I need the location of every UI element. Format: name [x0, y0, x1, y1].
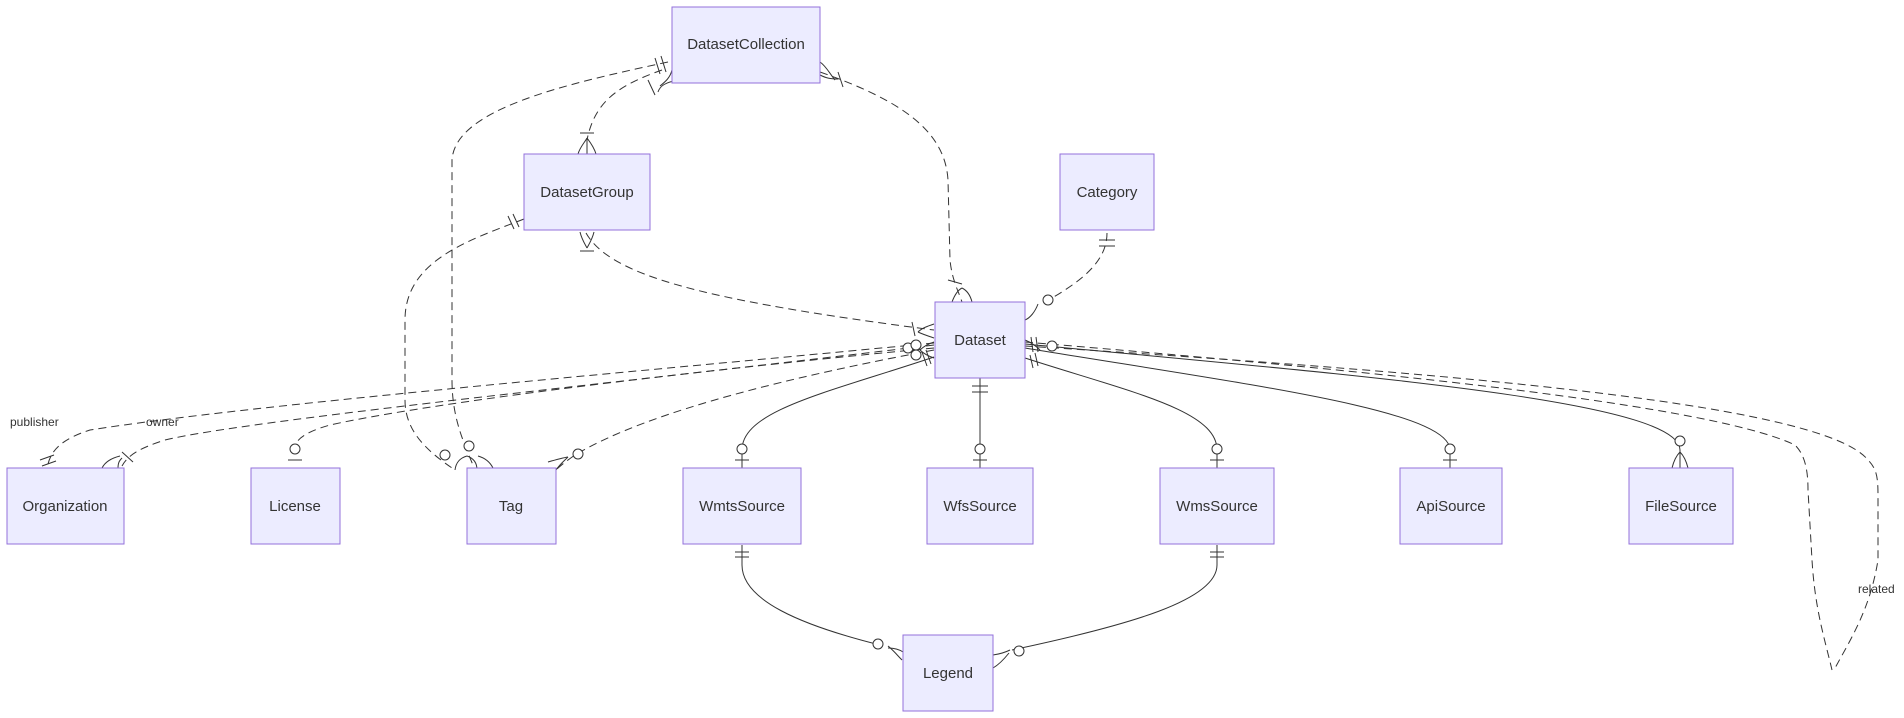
rel-category-dataset: [1039, 232, 1108, 306]
entity-label: Organization: [22, 498, 107, 515]
entity-dataset[interactable]: Dataset: [934, 301, 1026, 379]
rel-dataset-wms: [1024, 357, 1218, 468]
entity-label: Category: [1077, 184, 1138, 201]
rel-dataset-wmts: [741, 356, 935, 468]
rel-dataset-tag: [555, 349, 935, 471]
relationship-lines: [47, 61, 1879, 671]
rel-wms-legend: [1011, 545, 1218, 651]
rel-collection-dataset: [819, 71, 963, 303]
rel-collection-group: [586, 69, 663, 141]
rel-dataset-org-owner: [121, 344, 935, 467]
entities: DatasetCollection DatasetGroup Category …: [6, 6, 1734, 712]
label-owner: owner: [146, 415, 179, 429]
entity-wmts-source[interactable]: WmtsSource: [682, 467, 802, 545]
rel-collection-tag: [451, 61, 669, 471]
entity-legend[interactable]: Legend: [902, 634, 994, 712]
entity-api-source[interactable]: ApiSource: [1399, 467, 1503, 545]
entity-category[interactable]: Category: [1059, 153, 1155, 231]
entity-label: License: [269, 498, 321, 515]
label-publisher: publisher: [10, 415, 59, 429]
rel-dataset-api: [1024, 347, 1451, 468]
entity-organization[interactable]: Organization: [6, 467, 125, 545]
entity-label: FileSource: [1645, 498, 1717, 515]
entity-label: WmsSource: [1176, 498, 1258, 515]
rel-dataset-org-publisher: [47, 342, 935, 465]
entity-label: WmtsSource: [699, 498, 785, 515]
entity-label: DatasetCollection: [687, 36, 805, 53]
entity-label: WfsSource: [943, 498, 1016, 515]
entity-label: Tag: [499, 498, 523, 515]
rel-dataset-related-return: [1024, 345, 1879, 671]
entity-dataset-collection[interactable]: DatasetCollection: [671, 6, 821, 84]
entity-wms-source[interactable]: WmsSource: [1159, 467, 1275, 545]
entity-license[interactable]: License: [250, 467, 341, 545]
rel-wmts-legend: [741, 545, 881, 646]
rel-group-tag: [404, 218, 525, 471]
entity-file-source[interactable]: FileSource: [1628, 467, 1734, 545]
entity-dataset-group[interactable]: DatasetGroup: [523, 153, 651, 231]
rel-dataset-file: [1024, 343, 1681, 468]
label-related: related: [1858, 582, 1895, 596]
entity-label: Dataset: [954, 332, 1007, 349]
entity-tag[interactable]: Tag: [466, 467, 557, 545]
entity-label: Legend: [923, 665, 973, 682]
entity-label: DatasetGroup: [540, 184, 633, 201]
entity-label: ApiSource: [1416, 498, 1485, 515]
cardinality-markers: [39, 55, 1689, 669]
rel-dataset-license: [294, 347, 935, 449]
relationship-labels: publisher owner related: [10, 415, 1895, 596]
rel-group-dataset: [585, 232, 935, 331]
entity-wfs-source[interactable]: WfsSource: [926, 467, 1034, 545]
